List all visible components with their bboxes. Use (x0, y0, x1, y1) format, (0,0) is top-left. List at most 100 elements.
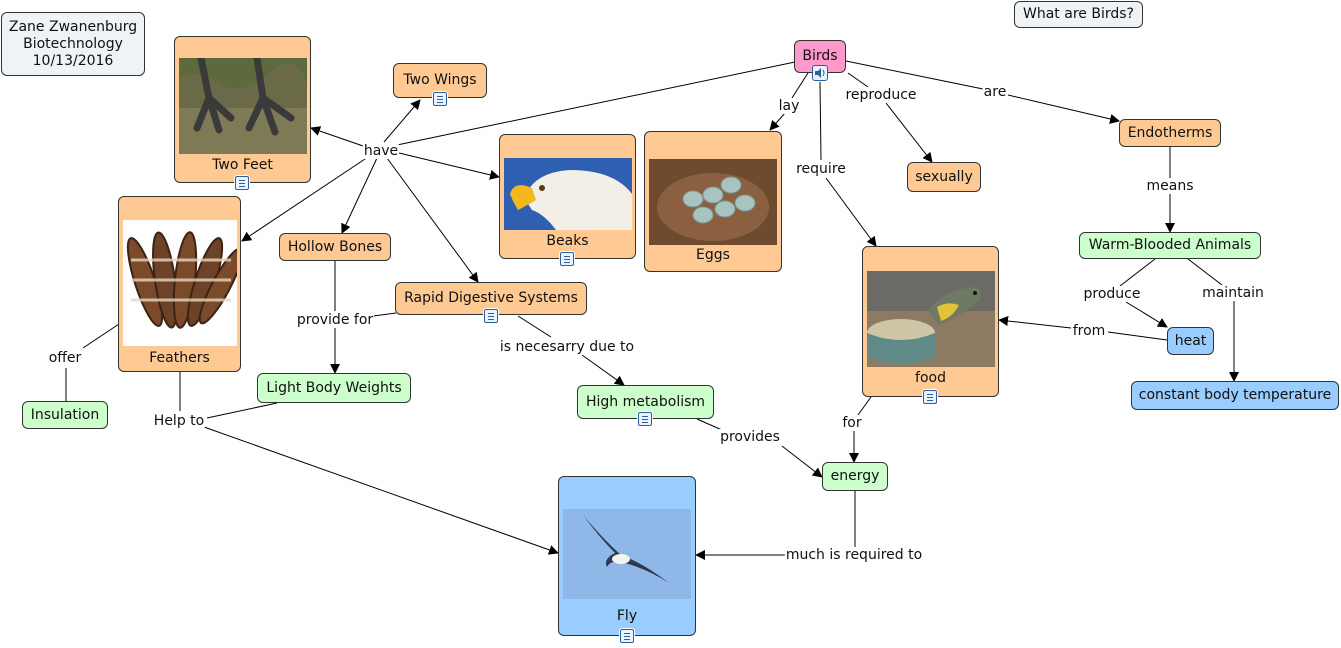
link-have-two-wings (383, 99, 421, 143)
link-have-feathers (241, 156, 369, 242)
concept-feathers-label: Feathers (149, 350, 210, 366)
link-food-for (857, 396, 872, 416)
concept-feathers[interactable]: Feathers (118, 196, 241, 372)
focus-question[interactable]: What are Birds? (1014, 1, 1143, 28)
concept-fly-label: Fly (616, 608, 638, 624)
author-name: Zane Zwanenburg (8, 18, 138, 35)
link-label-offer: offer (47, 350, 83, 366)
link-label-for: for (841, 415, 863, 431)
link-from-food (998, 316, 1072, 329)
link-lay-eggs (769, 112, 786, 131)
link-have-two-feet (310, 126, 367, 148)
link-reproduce-sexually (885, 102, 933, 163)
speaker-icon[interactable] (812, 65, 828, 81)
link-label-maintain: maintain (1201, 285, 1265, 301)
link-are-endotherms (1007, 94, 1120, 124)
concept-heat-label: heat (1174, 332, 1207, 349)
concept-two-feet[interactable]: Two Feet (174, 36, 311, 183)
concept-birds-label: Birds (802, 48, 838, 64)
link-light-helpto (206, 402, 278, 419)
link-label-much-is-required-to: much is required to (784, 547, 924, 563)
concept-eggs[interactable]: Eggs (644, 131, 782, 272)
link-label-help-to: Help to (152, 413, 206, 429)
document-icon[interactable] (235, 176, 249, 190)
course-name: Biotechnology (23, 35, 123, 52)
two-feet-image (178, 58, 307, 154)
concept-eggs-label: Eggs (696, 247, 730, 263)
link-birds-are (845, 60, 984, 90)
document-icon[interactable] (923, 390, 937, 404)
document-icon[interactable] (433, 92, 447, 106)
concept-warm-blooded-animals[interactable]: Warm-Blooded Animals (1079, 232, 1261, 259)
link-require-food (825, 177, 877, 247)
beaks-image (503, 158, 632, 230)
link-digestive-providefor (372, 312, 397, 317)
concept-hollow-bones-label: Hollow Bones (287, 238, 383, 255)
concept-beaks-label: Beaks (546, 233, 589, 249)
concept-two-feet-label: Two Feet (212, 157, 273, 173)
concept-constant-body-temperature[interactable]: constant body temperature (1131, 381, 1339, 410)
concept-heat[interactable]: heat (1167, 327, 1214, 355)
link-feathers-offer (82, 323, 120, 349)
concept-energy[interactable]: energy (822, 462, 888, 491)
link-produce-heat (1125, 301, 1168, 328)
link-birds-reproduce (847, 72, 869, 88)
link-label-have: have (362, 143, 400, 159)
link-provides-energy (781, 445, 823, 478)
link-birds-require (819, 81, 822, 161)
link-helpto-fly (203, 426, 559, 555)
date-text: 10/13/2016 (32, 52, 114, 69)
author-info-box[interactable]: Zane Zwanenburg Biotechnology 10/13/2016 (1, 12, 145, 76)
document-icon[interactable] (560, 252, 574, 266)
feathers-image (122, 220, 237, 346)
concept-energy-label: energy (830, 468, 880, 484)
link-have-hollow-bones (341, 157, 378, 234)
link-birds-lay (791, 72, 809, 99)
link-label-require: require (795, 161, 847, 177)
link-label-means: means (1145, 178, 1195, 194)
concept-constant-body-temperature-label: constant body temperature (1138, 387, 1332, 403)
concept-light-body-weights-label: Light Body Weights (266, 379, 402, 396)
link-digestive-necessary (517, 315, 552, 338)
concept-two-wings-label: Two Wings (403, 72, 477, 88)
link-label-from: from (1071, 323, 1107, 339)
link-heat-from (1107, 331, 1168, 341)
link-label-lay: lay (777, 98, 801, 114)
concept-insulation[interactable]: Insulation (22, 401, 108, 429)
concept-light-body-weights[interactable]: Light Body Weights (257, 373, 411, 403)
link-necessary-metabolism (581, 354, 625, 386)
fly-image (563, 509, 691, 599)
link-warm-maintain (1187, 258, 1223, 286)
link-label-reproduce: reproduce (844, 87, 918, 103)
concept-warm-blooded-animals-label: Warm-Blooded Animals (1088, 237, 1252, 253)
link-have-rapid-digestive (386, 157, 479, 283)
concept-rapid-digestive-systems-label: Rapid Digestive Systems (404, 290, 578, 306)
concept-fly[interactable]: Fly (558, 476, 696, 636)
food-image (866, 271, 995, 367)
focus-question-text: What are Birds? (1023, 6, 1134, 22)
concept-hollow-bones[interactable]: Hollow Bones (279, 233, 391, 261)
link-metabolism-provides (696, 418, 723, 431)
document-icon[interactable] (484, 309, 498, 323)
link-warm-produce (1119, 258, 1156, 287)
link-label-is-necessary-due-to: is necesarry due to (498, 339, 636, 355)
concept-insulation-label: Insulation (30, 406, 100, 423)
link-label-provide-for: provide for (295, 312, 375, 328)
link-have-beaks (398, 152, 500, 180)
concept-sexually-label: sexually (915, 168, 973, 185)
concept-food[interactable]: food (862, 246, 999, 397)
document-icon[interactable] (620, 629, 634, 643)
document-icon[interactable] (638, 412, 652, 426)
link-label-provides: provides (719, 429, 781, 445)
concept-endotherms-label: Endotherms (1127, 124, 1213, 141)
concept-food-label: food (915, 370, 946, 386)
eggs-image (649, 159, 777, 245)
link-birds-have (396, 61, 796, 146)
concept-sexually[interactable]: sexually (907, 162, 981, 192)
concept-beaks[interactable]: Beaks (499, 134, 636, 259)
link-label-produce: produce (1082, 286, 1142, 302)
concept-endotherms[interactable]: Endotherms (1119, 119, 1221, 147)
link-label-are: are (982, 84, 1008, 100)
concept-high-metabolism-label: High metabolism (585, 393, 706, 410)
